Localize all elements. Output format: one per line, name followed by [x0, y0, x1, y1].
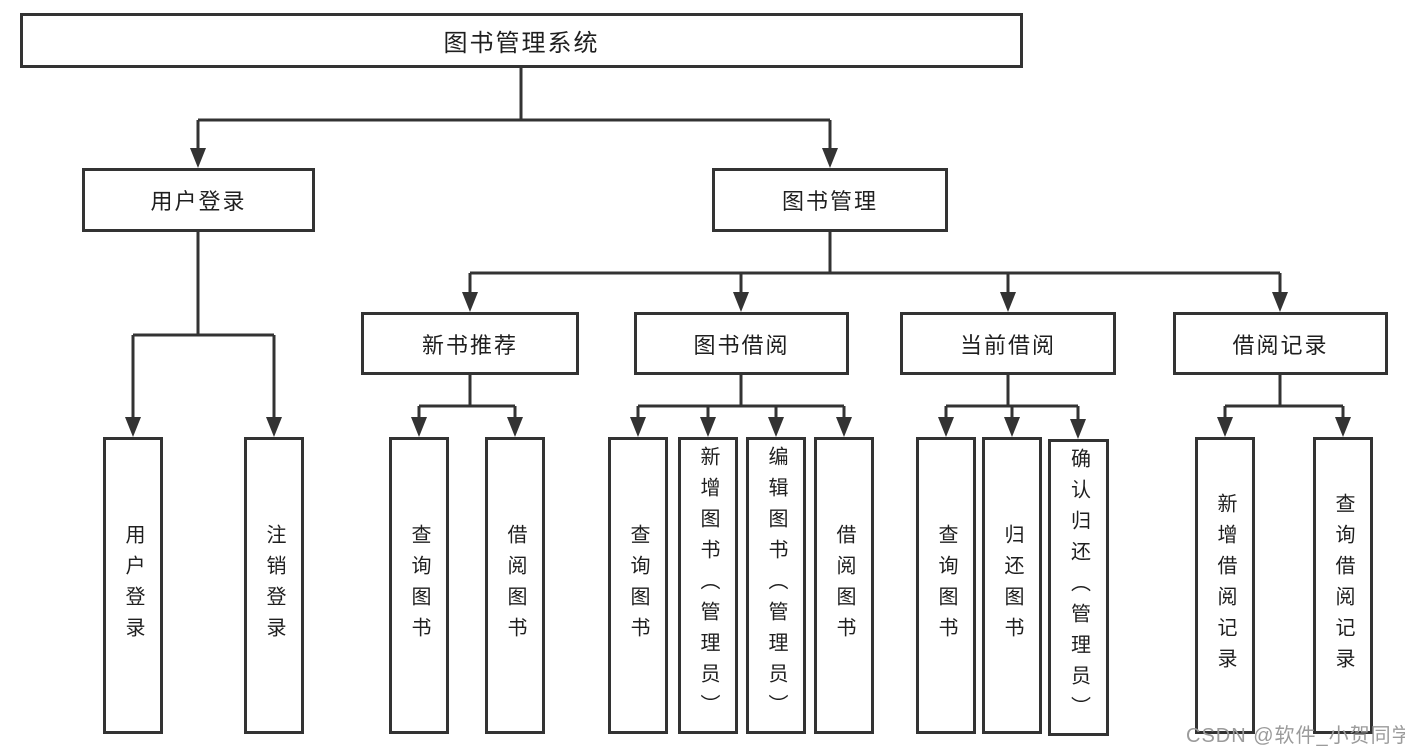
leaf-label: 用户登录: [122, 523, 144, 648]
leaf-add-borrow-record: 新增借阅记录: [1195, 437, 1255, 734]
leaf-add-books-admin: 新增图书（管理员）: [678, 437, 738, 734]
leaf-confirm-return-admin: 确认归还（管理员）: [1048, 439, 1109, 736]
node-new-book-recommendation: 新书推荐: [361, 312, 579, 375]
leaf-label: 借阅图书: [504, 523, 526, 648]
leaf-query-books-current: 查询图书: [916, 437, 976, 734]
leaf-return-books: 归还图书: [982, 437, 1042, 734]
leaf-label: 查询借阅记录: [1332, 492, 1354, 679]
node-book-management-branch: 图书管理: [712, 168, 948, 232]
csdn-watermark: CSDN @软件_小贺同学: [1186, 725, 1405, 747]
leaf-user-login: 用户登录: [103, 437, 163, 734]
leaf-label: 编辑图书（管理员）: [765, 446, 787, 725]
leaf-label: 查询图书: [935, 523, 957, 648]
leaf-label: 借阅图书: [833, 523, 855, 648]
node-label: 新书推荐: [421, 332, 518, 358]
leaf-label: 新增图书（管理员）: [697, 446, 719, 725]
leaf-borrow-books: 借阅图书: [814, 437, 874, 734]
leaf-label: 新增借阅记录: [1214, 492, 1236, 679]
leaf-logout: 注销登录: [244, 437, 304, 734]
node-label: 借阅记录: [1232, 332, 1329, 358]
leaf-query-books-recommend: 查询图书: [389, 437, 449, 734]
node-book-borrowing: 图书借阅: [634, 312, 849, 375]
node-label: 图书借阅: [693, 332, 790, 358]
node-label: 当前借阅: [959, 332, 1056, 358]
leaf-query-borrow-record: 查询借阅记录: [1313, 437, 1373, 734]
leaf-label: 注销登录: [263, 523, 285, 648]
node-label: 图书管理: [781, 189, 878, 214]
leaf-label: 查询图书: [627, 523, 649, 648]
leaf-label: 查询图书: [408, 523, 430, 648]
leaf-query-books-borrowing: 查询图书: [608, 437, 668, 734]
leaf-label: 归还图书: [1001, 523, 1023, 648]
leaf-label: 确认归还（管理员）: [1067, 448, 1090, 727]
node-library-management-system: 图书管理系统: [20, 13, 1023, 68]
node-current-borrowing: 当前借阅: [900, 312, 1116, 375]
node-borrowing-records: 借阅记录: [1173, 312, 1388, 375]
node-user-login-branch: 用户登录: [82, 168, 315, 232]
node-label: 图书管理系统: [443, 30, 600, 57]
leaf-borrow-books-recommend: 借阅图书: [485, 437, 545, 734]
leaf-edit-books-admin: 编辑图书（管理员）: [746, 437, 806, 734]
node-label: 用户登录: [150, 189, 247, 214]
